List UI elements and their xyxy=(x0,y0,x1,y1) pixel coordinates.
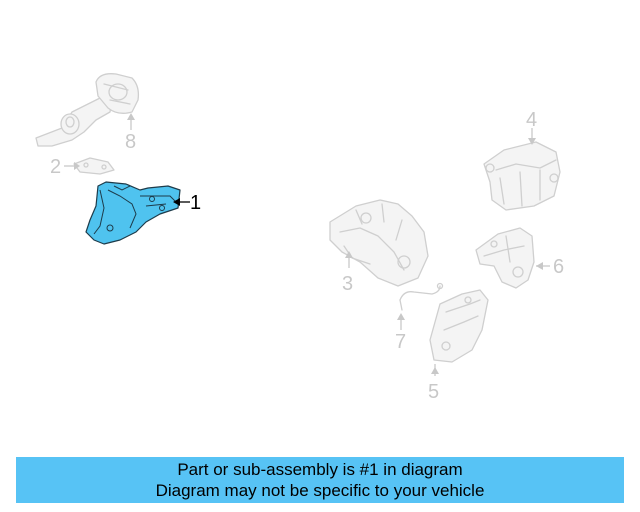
part-6-side-bracket xyxy=(475,227,535,289)
part-3-housing xyxy=(329,199,429,287)
part-info-banner: Part or sub-assembly is #1 in diagram Di… xyxy=(16,457,624,503)
callout-1: 1 xyxy=(190,192,201,214)
part-8-torque-rod xyxy=(35,73,140,147)
callout-5: 5 xyxy=(428,381,439,403)
part-2-bracket xyxy=(73,157,115,175)
part-1-engine-mount-highlighted xyxy=(85,181,181,245)
part-4-upper-mount xyxy=(483,141,561,211)
callout-8: 8 xyxy=(125,131,136,153)
banner-line-2: Diagram may not be specific to your vehi… xyxy=(155,481,485,500)
callout-4: 4 xyxy=(526,109,537,131)
part-7-hose xyxy=(399,282,444,311)
callout-2: 2 xyxy=(50,156,61,178)
banner-line-1: Part or sub-assembly is #1 in diagram xyxy=(177,460,463,479)
callout-3: 3 xyxy=(342,273,353,295)
callout-7: 7 xyxy=(395,331,406,353)
parts-diagram: 8 2 1 3 4 xyxy=(35,73,564,403)
part-5-lower-bracket xyxy=(429,289,489,363)
callout-6: 6 xyxy=(553,256,564,278)
